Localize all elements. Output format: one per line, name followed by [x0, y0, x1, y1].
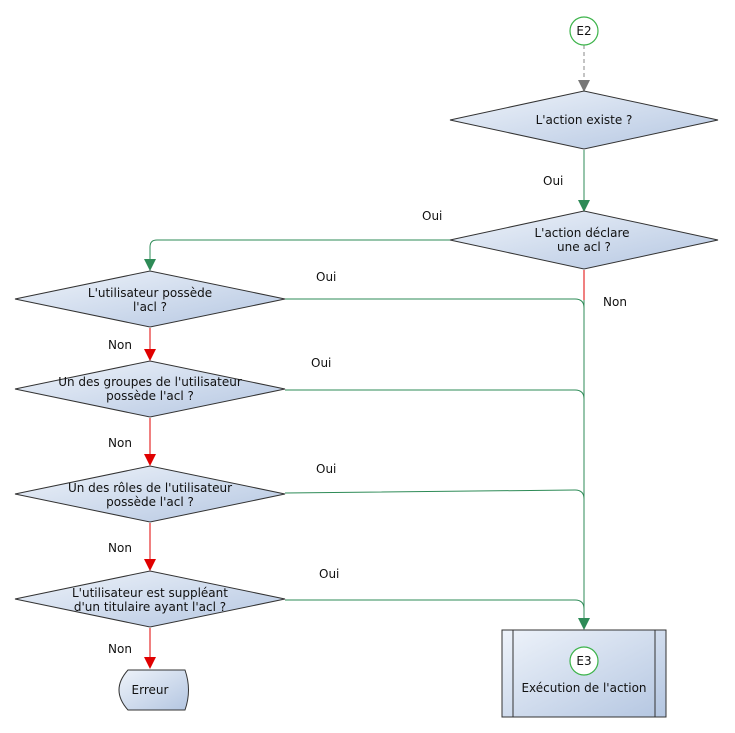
decision-declares-acl-line2: une acl ? — [557, 240, 611, 254]
decision-declares-acl-line1: L'action déclare — [534, 226, 629, 240]
edge-user-yes — [285, 298, 585, 309]
edge-label-declares-yes: Oui — [422, 209, 442, 223]
edge-substitute-no — [144, 628, 156, 669]
edge-label-group-no: Non — [108, 436, 132, 450]
decision-role-has-acl-line1: Un des rôles de l'utilisateur — [68, 481, 232, 495]
decision-action-exists-label: L'action existe ? — [536, 113, 633, 127]
decision-substitute-acl[interactable]: L'utilisateur est suppléant d'un titulai… — [14, 570, 286, 628]
end-connector — [569, 646, 599, 676]
decision-substitute-acl-line1: L'utilisateur est suppléant — [72, 586, 228, 600]
edge-exists-yes — [578, 150, 590, 212]
decision-action-exists[interactable]: L'action existe ? — [449, 90, 719, 150]
decision-group-has-acl-line1: Un des groupes de l'utilisateur — [58, 375, 242, 389]
edge-label-user-yes: Oui — [316, 270, 336, 284]
edge-label-group-yes: Oui — [311, 356, 331, 370]
decision-user-has-acl-line1: L'utilisateur possède — [88, 286, 212, 300]
decision-group-has-acl-line2: possède l'acl ? — [106, 389, 194, 403]
terminal-error-label: Erreur — [132, 683, 169, 697]
edge-label-substitute-yes: Oui — [319, 567, 339, 581]
decision-substitute-acl-line2: d'un titulaire ayant l'acl ? — [74, 600, 226, 614]
decision-role-has-acl[interactable]: Un des rôles de l'utilisateur possède l'… — [14, 465, 286, 523]
decision-group-has-acl[interactable]: Un des groupes de l'utilisateur possède … — [14, 360, 286, 418]
edge-group-yes — [285, 389, 585, 400]
end-connector-label: E3 — [576, 654, 591, 668]
terminal-error[interactable]: Erreur — [118, 669, 189, 711]
decision-declares-acl[interactable]: L'action déclare une acl ? — [449, 210, 719, 270]
edge-label-user-no: Non — [108, 338, 132, 352]
edge-substitute-yes — [285, 599, 585, 610]
process-execution-label: Exécution de l'action — [521, 681, 646, 695]
edge-start-to-action-exists — [578, 45, 590, 92]
edge-declares-no — [578, 270, 590, 630]
edge-group-no — [144, 418, 156, 466]
edge-user-no — [144, 328, 156, 361]
decision-role-has-acl-line2: possède l'acl ? — [106, 495, 194, 509]
start-connector[interactable]: E2 — [569, 16, 599, 46]
edge-label-exists-yes: Oui — [543, 174, 563, 188]
edge-role-no — [144, 523, 156, 571]
edge-label-declares-no: Non — [603, 295, 627, 309]
decision-user-has-acl-line2: l'acl ? — [133, 300, 167, 314]
edge-label-role-no: Non — [108, 541, 132, 555]
edge-role-yes — [284, 489, 585, 500]
edge-label-role-yes: Oui — [316, 462, 336, 476]
process-execution[interactable]: E3 Exécution de l'action — [501, 629, 667, 718]
edge-label-substitute-no: Non — [108, 642, 132, 656]
decision-user-has-acl[interactable]: L'utilisateur possède l'acl ? — [14, 270, 286, 328]
edge-declares-yes — [144, 239, 450, 271]
start-connector-label: E2 — [576, 24, 591, 38]
